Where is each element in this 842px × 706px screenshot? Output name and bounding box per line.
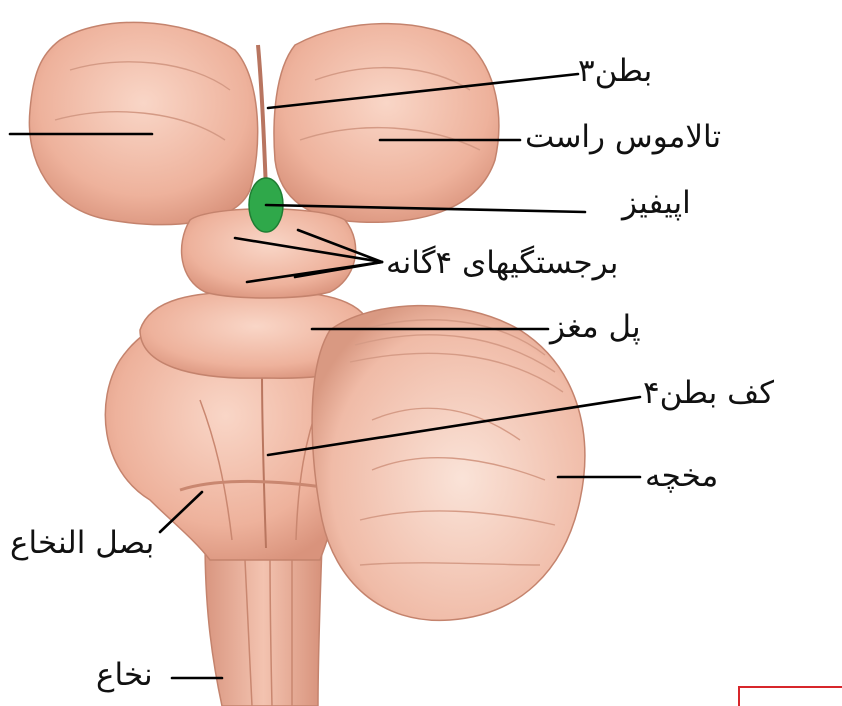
left-thalamus-shape	[29, 22, 257, 224]
label-epiphysis: اپیفیز	[622, 188, 691, 219]
label-ventricle4-floor: کف بطن۴	[643, 378, 774, 409]
label-medulla: بصل النخاع	[10, 528, 154, 559]
cerebellum-shape	[312, 306, 585, 621]
label-thalamus-right: تالاموس راست	[525, 122, 721, 153]
label-cerebellum: مخچه	[645, 461, 718, 492]
label-spinal-cord: نخاع	[96, 660, 153, 691]
right-thalamus-shape	[274, 24, 499, 223]
label-ventricle3: بطن۳	[578, 56, 652, 87]
label-pons: پل مغز	[550, 312, 641, 343]
corner-frame	[738, 686, 842, 706]
spinal-cord-shape	[205, 540, 322, 706]
label-colliculi: برجستگیهای ۴گانه	[386, 248, 618, 279]
